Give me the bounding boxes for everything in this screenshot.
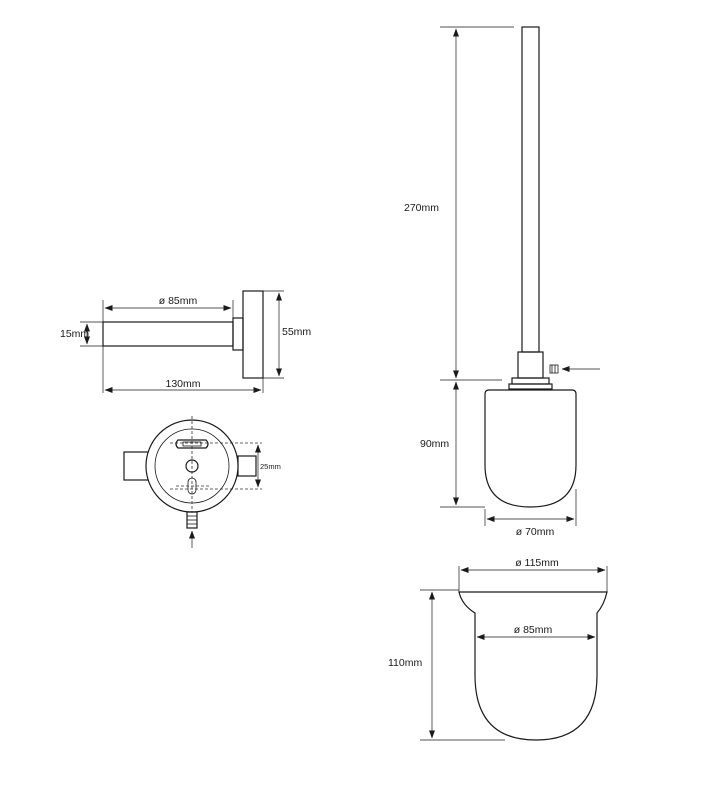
cup-height-label: 110mm bbox=[388, 657, 422, 669]
holder-slot-label: 25mm bbox=[260, 462, 281, 471]
holder-length-dimension: 130mm bbox=[104, 378, 262, 393]
holder-rod-dimension: 15mm bbox=[60, 323, 90, 345]
brush-drawing bbox=[440, 26, 577, 526]
brush-head-diameter-dimension: ø 70mm bbox=[486, 516, 575, 538]
holder-front-view bbox=[123, 416, 262, 529]
holder-diameter-label: ø 85mm bbox=[159, 295, 198, 307]
cup-outer-diameter-dimension: ø 115mm bbox=[460, 557, 606, 573]
cup-inner-diameter-dimension: ø 85mm bbox=[476, 624, 596, 640]
holder-rod-label: 15mm bbox=[60, 328, 89, 340]
brush-handle-dimension: 270mm bbox=[404, 28, 459, 379]
holder-slot-dimension: 25mm bbox=[255, 444, 281, 488]
cup-height-dimension: 110mm bbox=[388, 591, 435, 739]
brush-handle-label: 270mm bbox=[404, 202, 439, 214]
holder-length-label: 130mm bbox=[165, 378, 200, 390]
holder-diameter-dimension: ø 85mm bbox=[104, 295, 232, 311]
brush-head-diameter-label: ø 70mm bbox=[516, 526, 555, 538]
brush-head-dimension: 90mm bbox=[420, 381, 459, 506]
cup-outer-diameter-label: ø 115mm bbox=[515, 557, 559, 569]
holder-plate-label: 55mm bbox=[282, 326, 311, 338]
holder-side-view bbox=[80, 290, 284, 393]
cup-inner-diameter-label: ø 85mm bbox=[514, 624, 553, 636]
holder-plate-dimension: 55mm bbox=[276, 292, 311, 377]
brush-head-label: 90mm bbox=[420, 438, 449, 450]
cup-drawing bbox=[420, 566, 608, 741]
